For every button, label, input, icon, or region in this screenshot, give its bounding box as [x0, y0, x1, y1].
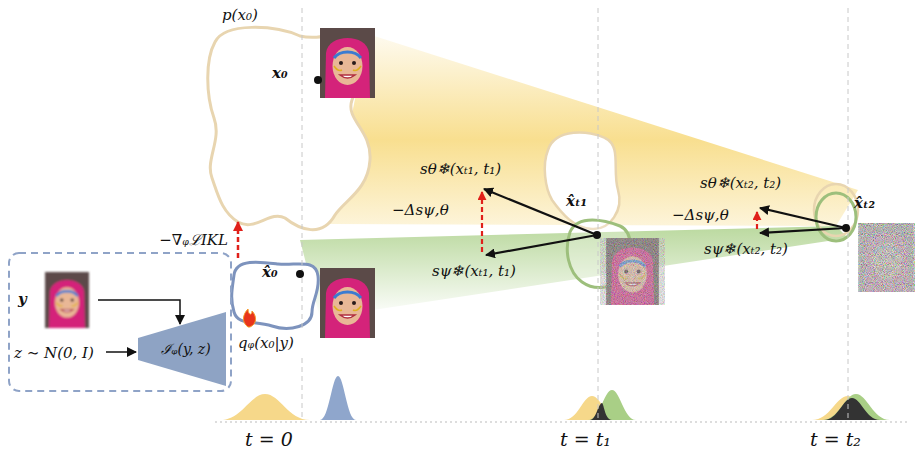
node-text: x₀ — [272, 64, 288, 82]
noisy-generator-blob-t2-outline — [814, 192, 858, 242]
generator-input-arrows — [98, 300, 180, 352]
marginal-blob-t1 — [545, 132, 620, 229]
score-label: sψ❄(xₜ₁, t₁) — [432, 262, 516, 280]
node-text: x̂ₜ₁ — [566, 192, 587, 210]
generator-network: ℐᵩ(y, z) — [138, 312, 226, 386]
generator-network-shape — [138, 312, 226, 386]
time-label: t = t₂ — [810, 428, 861, 451]
score-difference-label: −Δsψ,θ — [672, 206, 729, 224]
noisy-generator-blob-t2-shape — [816, 193, 856, 241]
generator-box-shape — [9, 253, 231, 391]
node-text: p(x₀) — [222, 6, 258, 24]
score-difference-label: −Δsψ,θ — [392, 201, 449, 219]
sample-dots — [296, 76, 850, 278]
edge-label: −∇ᵩℒIKL — [157, 231, 230, 249]
node-text: x̂ₜ₂ — [854, 194, 875, 212]
generator-distribution-blob: x̂₀qᵩ(x₀|y) — [228, 258, 320, 330]
node-text: qᵩ(x₀|y) — [238, 334, 294, 352]
score-label: sθ❄(xₜ₁, t₁) — [420, 160, 501, 178]
score-label: sψ❄(xₜ₂, t₂) — [704, 240, 788, 258]
noisy-generator-blob-t2: x̂ₜ₂ — [814, 192, 858, 242]
node-text: z ∼ N(0, I) — [14, 344, 94, 362]
generator-distribution-blob-shape — [232, 262, 319, 328]
face-images — [45, 28, 915, 338]
node-text: x̂₀ — [262, 263, 278, 281]
time-gridlines — [302, 8, 848, 418]
score-arrows — [484, 189, 846, 255]
time-label: t = 0 — [245, 428, 293, 451]
time-label: t = t₁ — [560, 428, 611, 451]
flame-icon — [243, 309, 255, 327]
node-text: y — [18, 290, 27, 308]
generator-box: y z ∼ N(0, I) ℐᵩ(y, z) — [8, 252, 232, 392]
score-label: sθ❄(xₜ₂, t₂) — [700, 174, 781, 192]
distributions — [215, 376, 910, 422]
gradient-arrow — [237, 222, 240, 258]
node-text: ℐᵩ(y, z) — [161, 341, 210, 358]
